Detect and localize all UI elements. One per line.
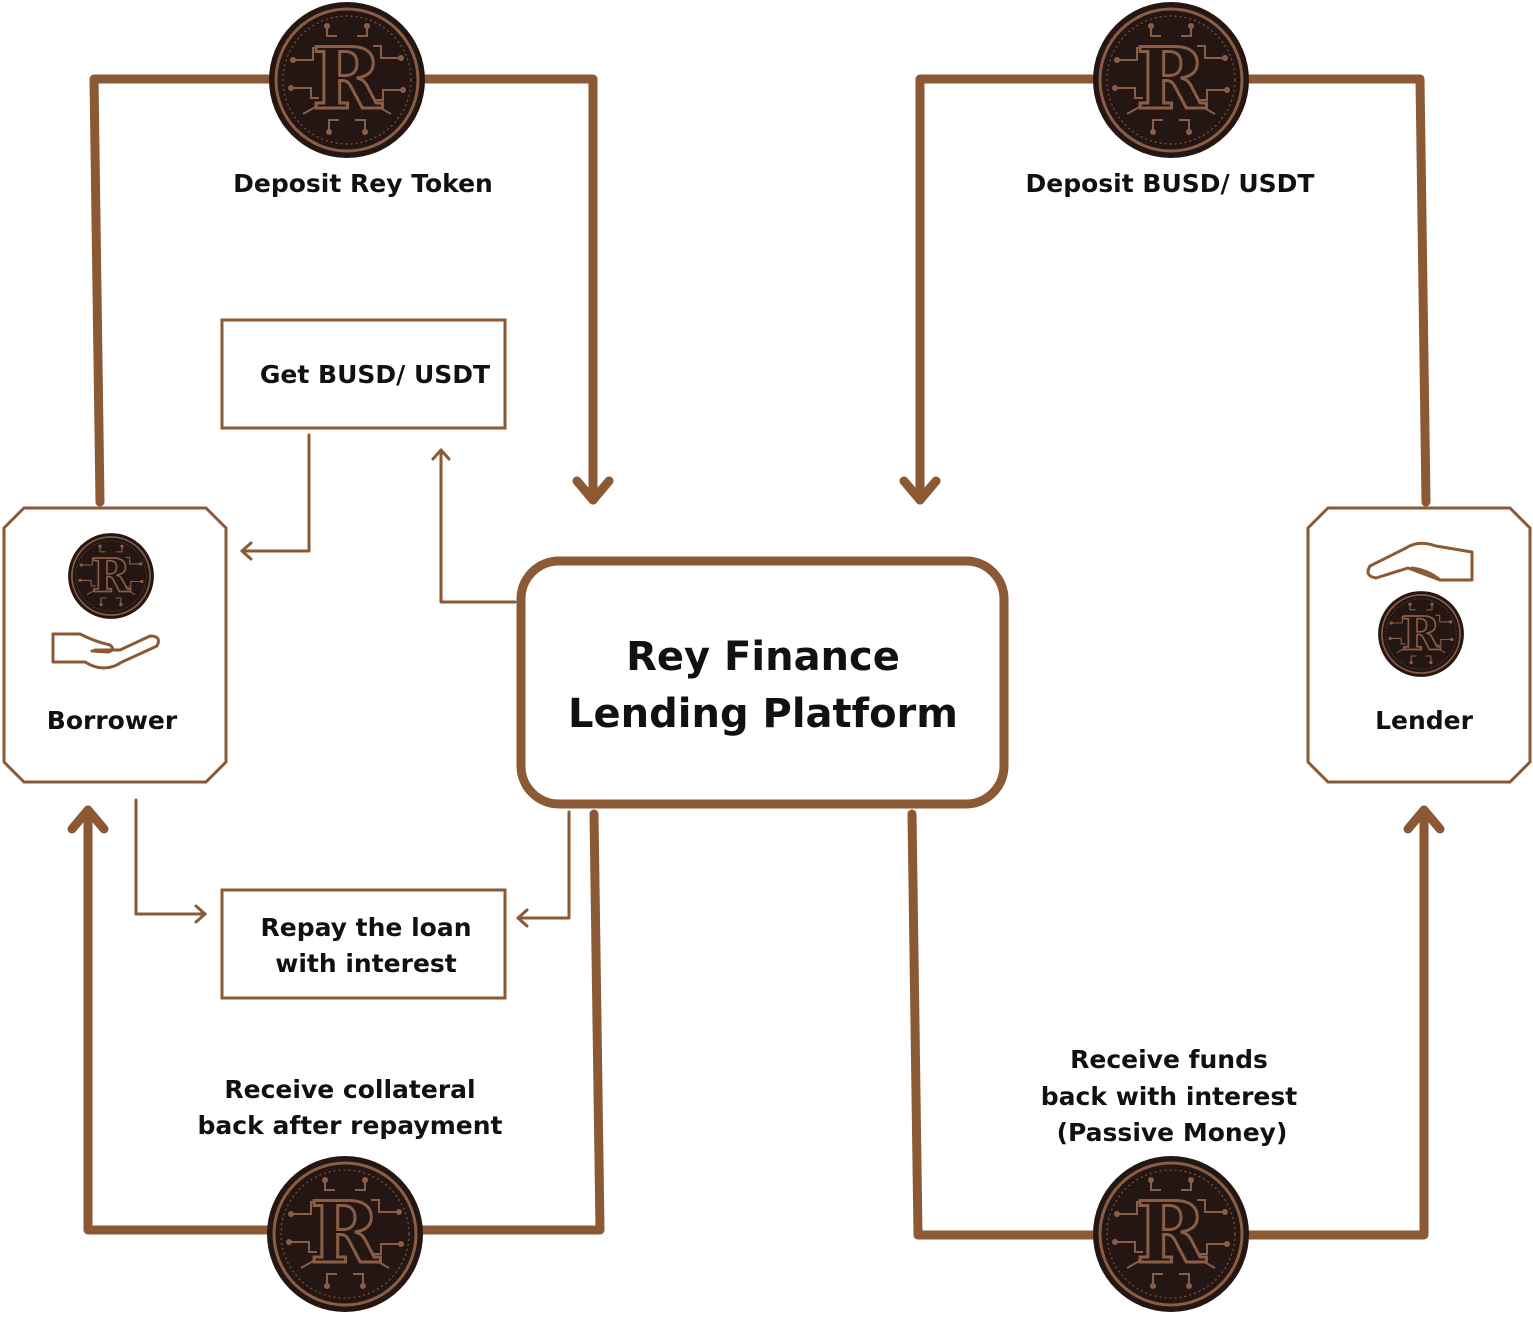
deposit-rey-token-label: Deposit Rey Token bbox=[233, 169, 493, 198]
receive-collateral-label-line1: Receive collateral bbox=[224, 1075, 475, 1104]
deposit-busd-label: Deposit BUSD/ USDT bbox=[1026, 169, 1315, 198]
borrower-open-hand-icon bbox=[51, 632, 160, 670]
borrower-label: Borrower bbox=[47, 706, 178, 735]
repay-loan-box bbox=[220, 888, 507, 1000]
get-busd-left-arrowhead bbox=[240, 541, 253, 561]
repay-label-line1: Repay the loan bbox=[260, 913, 471, 942]
borrower-card bbox=[2, 506, 228, 784]
repay-left-arrowhead bbox=[516, 908, 529, 928]
get-busd-label: Get BUSD/ USDT bbox=[260, 360, 490, 389]
collateral-coin-icon bbox=[265, 1154, 425, 1314]
lending-platform-box bbox=[516, 556, 1009, 809]
receive-funds-label-line3: (Passive Money) bbox=[1057, 1118, 1288, 1147]
borrower-coin-icon bbox=[67, 532, 155, 620]
receive-collateral-label-line2: back after repayment bbox=[198, 1111, 503, 1140]
receive-funds-label-line2: back with interest bbox=[1041, 1082, 1297, 1111]
get-busd-from-platform-line bbox=[439, 448, 517, 604]
receive-funds-arrowhead bbox=[1403, 805, 1445, 834]
platform-title-line1: Rey Finance bbox=[626, 634, 900, 680]
get-busd-box bbox=[220, 318, 507, 430]
get-busd-to-borrower-line bbox=[240, 433, 311, 553]
rey-token-coin-icon bbox=[267, 0, 427, 160]
repay-right-arrowhead bbox=[194, 904, 207, 924]
repay-label-line2: with interest bbox=[275, 949, 457, 978]
lender-coin-icon bbox=[1377, 590, 1465, 678]
receive-collateral-arrowhead bbox=[67, 805, 109, 834]
deposit-busd-arrowhead bbox=[899, 476, 941, 505]
lender-label: Lender bbox=[1375, 706, 1474, 735]
busd-coin-icon bbox=[1091, 0, 1251, 160]
funds-coin-icon bbox=[1091, 1154, 1251, 1314]
receive-funds-label-line1: Receive funds bbox=[1070, 1045, 1268, 1074]
repay-from-borrower-line bbox=[134, 798, 207, 916]
platform-title-line2: Lending Platform bbox=[568, 691, 958, 737]
deposit-rey-arrowhead bbox=[572, 476, 614, 505]
lender-open-hand-icon bbox=[1366, 541, 1474, 582]
get-busd-up-arrowhead bbox=[431, 448, 451, 461]
repay-from-platform-line bbox=[516, 810, 571, 920]
